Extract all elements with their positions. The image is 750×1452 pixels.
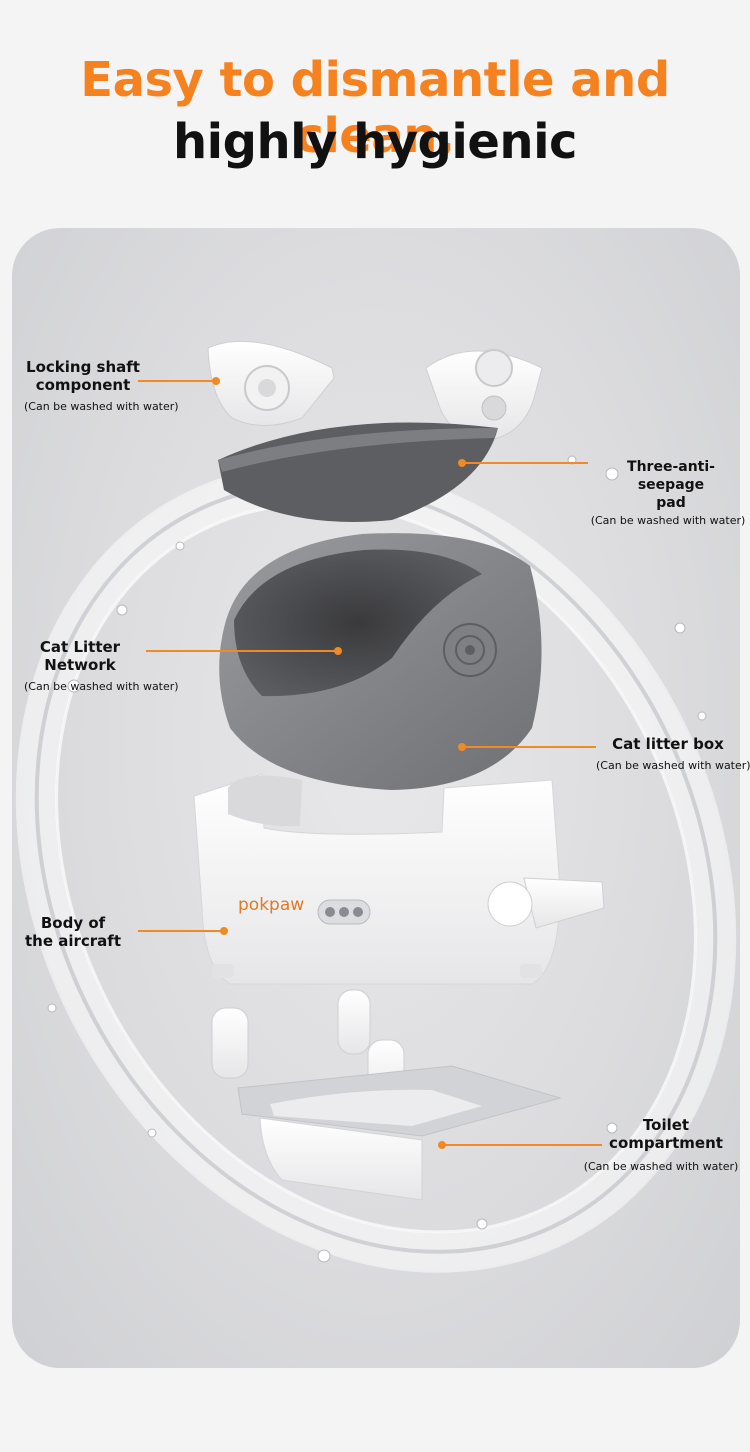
- leader-line-body: [138, 930, 222, 932]
- callout-seepage-pad: Three-anti-seepage pad (Can be washed wi…: [591, 458, 746, 528]
- callout-note: (Can be washed with water): [583, 1160, 739, 1173]
- callout-litter-network: Cat Litter Network (Can be washed with w…: [20, 638, 179, 694]
- leader-dot-locking-shaft: [212, 377, 220, 385]
- water-droplets: [47, 455, 707, 1263]
- cat-litter-box: [219, 533, 542, 790]
- callout-title: Three-anti-seepage pad: [627, 459, 715, 511]
- callout-note: (Can be washed with water): [596, 759, 750, 772]
- headline-line-1: Easy to dismantle and clean,: [80, 52, 670, 164]
- callout-title: Cat litter box: [612, 735, 724, 753]
- locking-shaft-left: [207, 340, 335, 426]
- callout-title: Toilet compartment: [609, 1116, 723, 1152]
- leader-dot-body: [220, 927, 228, 935]
- callout-locking-shaft: Locking shaft component (Can be washed w…: [18, 358, 179, 414]
- product-illustration-panel: pokpaw: [12, 228, 740, 1368]
- leader-dot-litter-network: [334, 647, 342, 655]
- device-body: pokpaw: [193, 773, 605, 985]
- leader-line-litter-network: [146, 650, 338, 652]
- toilet-compartment: [237, 1065, 562, 1201]
- callout-note: (Can be washed with water): [24, 680, 179, 693]
- callout-litter-box: Cat litter box (Can be washed with water…: [596, 735, 750, 773]
- leader-line-toilet: [442, 1144, 602, 1146]
- callout-note: (Can be washed with water): [24, 400, 179, 413]
- water-splash-ring: [15, 463, 737, 1273]
- callout-title: Cat Litter Network: [39, 638, 121, 674]
- headline-line-2: highly hygienic: [172, 114, 578, 170]
- anti-seepage-pad: [218, 422, 498, 522]
- callout-title: Body of the aircraft: [24, 914, 121, 950]
- callout-title: Locking shaft component: [26, 358, 140, 394]
- brand-logo: pokpaw: [238, 895, 304, 915]
- leader-line-litter-box: [462, 746, 596, 748]
- exploded-product-illustration: pokpaw: [15, 340, 737, 1273]
- leader-line-locking-shaft: [138, 380, 216, 382]
- callout-toilet: Toilet compartment (Can be washed with w…: [576, 1116, 750, 1174]
- leader-line-seepage-pad: [462, 462, 588, 464]
- callout-note: (Can be washed with water): [590, 514, 746, 527]
- callout-body: Body of the aircraft: [18, 914, 128, 950]
